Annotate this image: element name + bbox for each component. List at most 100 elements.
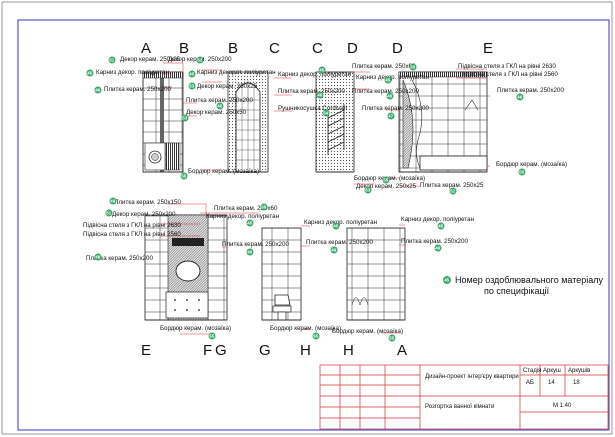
spec-marker: 45 — [384, 76, 392, 84]
elevation-e-f — [144, 214, 228, 321]
svg-text:55: 55 — [519, 170, 524, 175]
spec-markers: 51 52 45 46 45 53 46 53 55 45 46 54 50 4… — [86, 56, 526, 342]
material-label: Карниз декорат. поліуретан — [197, 69, 275, 76]
drawing-frame — [17, 19, 610, 431]
material-label: Декор керам. 250x200 — [112, 211, 176, 218]
spec-marker: 46 — [246, 248, 254, 256]
spec-marker: 47 — [387, 112, 395, 120]
svg-text:55: 55 — [383, 178, 388, 183]
svg-text:52: 52 — [197, 58, 202, 63]
axis-label: H — [300, 342, 311, 359]
material-label: Плитка керам. 250x200 — [278, 88, 345, 95]
axis-label: A — [397, 342, 407, 359]
axis-label: H — [343, 342, 354, 359]
svg-text:55: 55 — [209, 334, 214, 339]
svg-text:46: 46 — [95, 255, 100, 260]
title-col-sheet: Аркуш — [543, 368, 561, 374]
axis-label: G — [259, 342, 271, 359]
material-label: Підвісна стеля з ГКЛ на рівні 2560 — [460, 71, 558, 78]
material-label: Бордюр керам. (мозаїка) — [332, 328, 403, 335]
svg-text:46: 46 — [247, 250, 252, 255]
spec-marker: 51 — [108, 56, 116, 64]
material-label: Підвісна стеля з ГКЛ на рівні 2630 — [83, 222, 181, 229]
material-label: Плитка керам. 250x200 — [362, 105, 429, 112]
material-label: Карниз декор. поліуретан — [401, 216, 474, 223]
svg-text:45: 45 — [189, 72, 194, 77]
legend-note-line1: Номер оздоблювального матеріалу — [455, 275, 604, 285]
material-label: Карниз декор. поліуретан — [96, 69, 169, 76]
spec-marker: 45 — [332, 222, 340, 230]
title-col-stage: Стадія — [523, 368, 541, 374]
spec-marker: 46 — [434, 244, 442, 252]
svg-text:45: 45 — [247, 221, 252, 226]
annotations-top — [162, 62, 490, 187]
material-label: Плитка керам. 250x60 — [214, 205, 278, 212]
material-label: Декор керам. 250x25 — [197, 83, 258, 90]
labels-top: Декор керам. 250x25 Декор керам. 250x200… — [96, 56, 567, 190]
svg-text:46: 46 — [517, 95, 522, 100]
svg-text:51: 51 — [106, 211, 111, 216]
material-label: Карниз декор. поліуретан — [304, 219, 377, 226]
svg-text:45: 45 — [385, 78, 390, 83]
svg-text:50: 50 — [261, 205, 266, 210]
spec-marker: 55 — [180, 172, 188, 180]
svg-text:53: 53 — [365, 188, 370, 193]
spec-marker: 54 — [322, 109, 330, 117]
spec-marker: 49 — [109, 197, 117, 205]
axis-label: A — [141, 40, 151, 57]
spec-marker: 46 — [330, 246, 338, 254]
svg-text:45: 45 — [333, 224, 338, 229]
legend-marker-number: 45 — [444, 278, 449, 283]
svg-text:47: 47 — [388, 114, 393, 119]
material-label: Плитка керам. 250x200 — [352, 88, 419, 95]
spec-marker: 55 — [312, 332, 320, 340]
material-label: Карниз декор. поліуретан — [206, 213, 279, 220]
spec-marker: 46 — [94, 253, 102, 261]
axis-label: C — [269, 40, 280, 57]
axis-label: B — [179, 40, 189, 57]
elevation-c-d — [315, 71, 355, 173]
svg-text:48: 48 — [387, 94, 392, 99]
title-block-text: Стадія Аркуш Аркушів Дизайн-проект інтер… — [425, 368, 590, 410]
spec-marker: 45 — [318, 66, 326, 74]
svg-text:49: 49 — [110, 199, 115, 204]
material-label: Бордюр керам. (мозаїка) — [270, 325, 341, 332]
svg-text:46: 46 — [317, 93, 322, 98]
axis-label: C — [312, 40, 323, 57]
svg-text:45: 45 — [319, 68, 324, 73]
spec-marker: 45 — [246, 219, 254, 227]
title-project: Дизайн-проект інтер'єру квартири — [425, 373, 519, 380]
svg-text:45: 45 — [87, 71, 92, 76]
axis-labels-top: A B B C C D D E — [141, 40, 493, 57]
axis-label: F — [203, 342, 212, 359]
spec-marker: 52 — [196, 56, 204, 64]
material-label: Плитка керам. 250x200 — [306, 239, 373, 246]
material-label: Плитка керам. 250x200 — [401, 238, 468, 245]
elevation-h-a — [346, 227, 406, 321]
spec-marker: 55 — [382, 176, 390, 184]
axis-label: E — [141, 342, 151, 359]
svg-text:51: 51 — [109, 58, 114, 63]
svg-text:52: 52 — [450, 189, 455, 194]
axis-label: G — [215, 342, 227, 359]
spec-marker: 51 — [105, 209, 113, 217]
svg-text:45: 45 — [438, 224, 443, 229]
spec-marker: 50 — [409, 63, 417, 71]
svg-text:53: 53 — [182, 116, 187, 121]
spec-marker: 48 — [386, 92, 394, 100]
spec-marker: 55 — [388, 334, 396, 342]
legend-note: 45 Номер оздоблювального матеріалу по сп… — [443, 275, 604, 296]
material-label: Плитка керам. 250x200 — [86, 255, 153, 262]
title-scale: М 1:40 — [553, 403, 572, 409]
axis-label: D — [347, 40, 358, 57]
spec-marker: 46 — [216, 102, 224, 110]
material-label: Плитка керам. 250x60 — [352, 63, 416, 70]
material-label: Бордюр керам. (мозаїка) — [188, 168, 259, 175]
title-sheet: 14 — [548, 380, 555, 386]
elevation-b-c — [227, 71, 269, 173]
material-label: Плитка керам. 250x200 — [186, 97, 253, 104]
material-label: Плитка керам. 250x150 — [114, 199, 181, 206]
elevation-a-b — [142, 71, 184, 173]
title-block — [319, 364, 609, 430]
title-sheets: 18 — [573, 380, 580, 386]
